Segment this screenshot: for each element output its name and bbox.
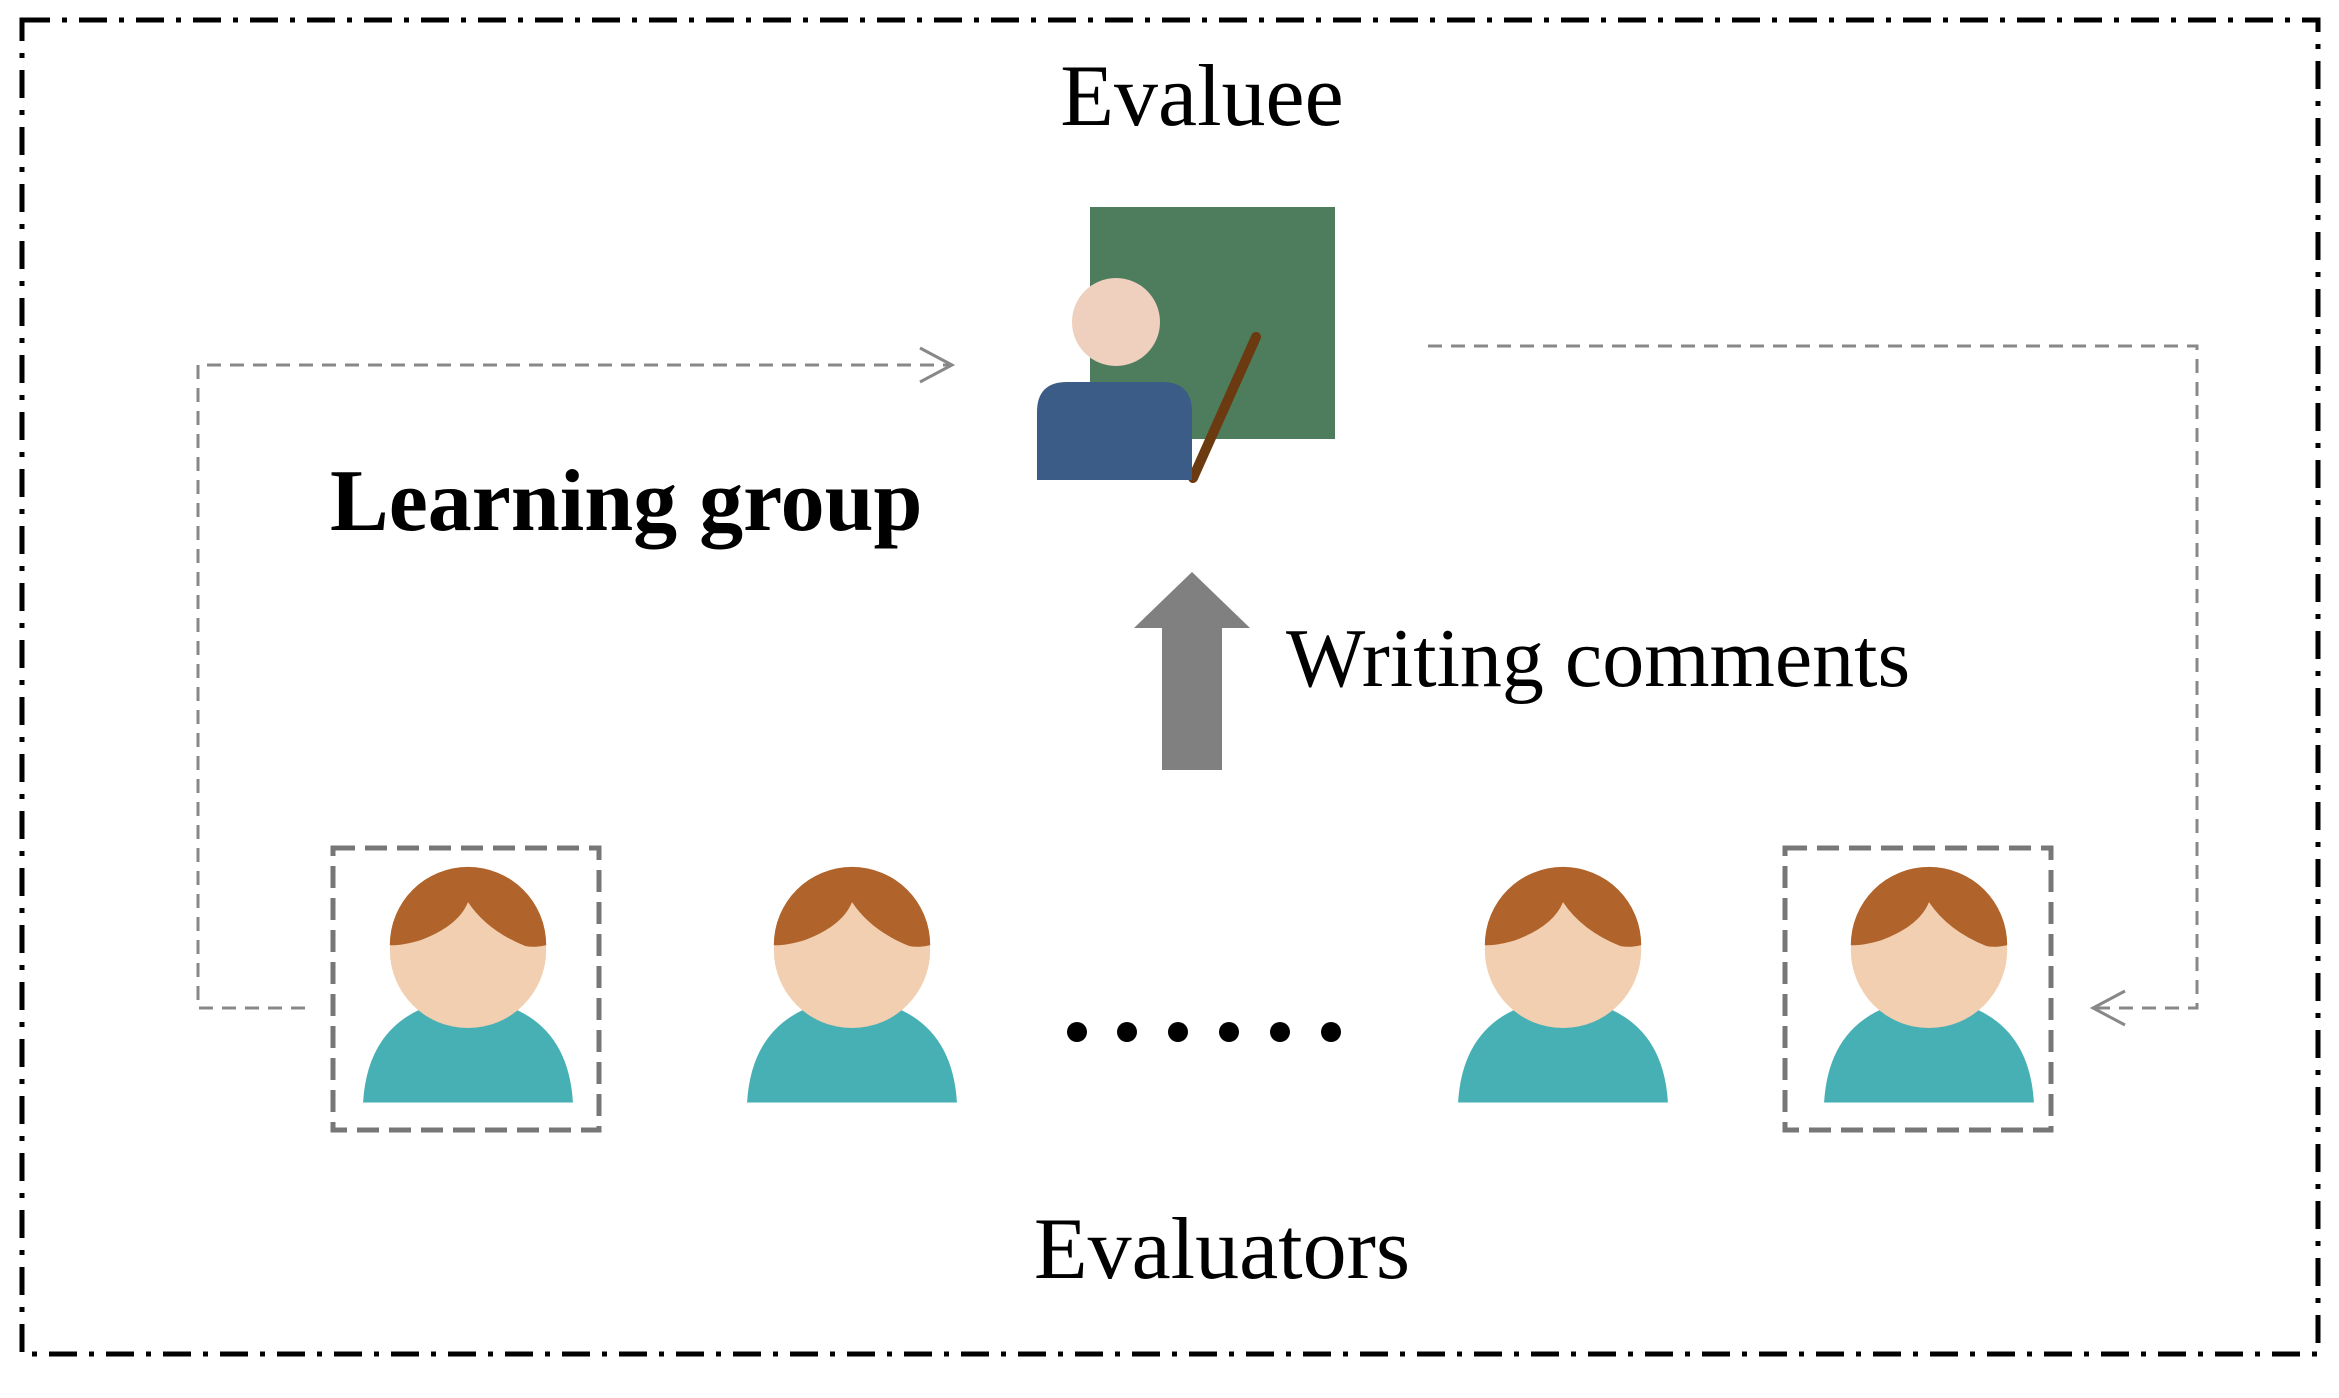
pointer-stick bbox=[1188, 332, 1261, 483]
action-label: Writing comments bbox=[1286, 612, 1910, 705]
student-avatar-icon bbox=[1458, 866, 1668, 1103]
evaluee-label: Evaluee bbox=[1060, 48, 1343, 145]
student-avatar-icon bbox=[747, 866, 957, 1103]
group-label: Learning group bbox=[330, 453, 923, 550]
left-connector-arrowhead bbox=[919, 346, 956, 384]
teacher-body bbox=[1037, 382, 1192, 480]
teacher-at-board-icon bbox=[1037, 207, 1335, 483]
right-connector-arrowhead bbox=[2089, 989, 2126, 1027]
up-arrow-icon bbox=[1134, 572, 1250, 770]
ellipsis-dots-icon bbox=[1067, 1022, 1341, 1042]
left-evaluator-highlight bbox=[330, 845, 602, 1133]
left-connector-arrow bbox=[196, 363, 950, 1010]
right-evaluator-highlight bbox=[1782, 845, 2054, 1133]
evaluators-label: Evaluators bbox=[1034, 1201, 1410, 1298]
outer-frame bbox=[19, 17, 2321, 1357]
teacher-head bbox=[1072, 278, 1160, 366]
student-avatar-icon bbox=[1824, 866, 2034, 1103]
right-connector-arrow bbox=[1428, 344, 2199, 1010]
student-avatar-icon bbox=[363, 866, 573, 1103]
